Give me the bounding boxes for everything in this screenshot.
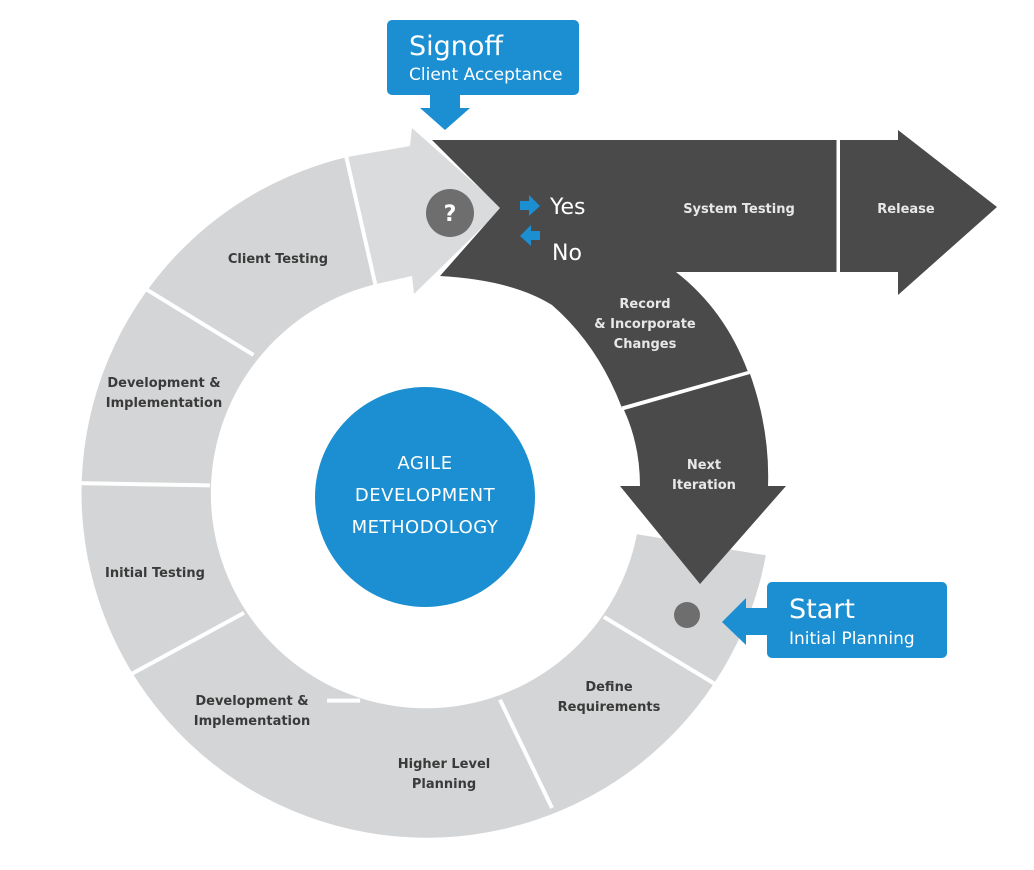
center-line-2: DEVELOPMENT	[355, 485, 496, 506]
yes-label: Yes	[549, 195, 586, 220]
divider-client-dev	[143, 286, 255, 357]
divider-client-top	[343, 154, 378, 285]
start-node	[674, 602, 700, 628]
no-arrow-icon	[520, 225, 540, 246]
question-circle	[426, 189, 474, 237]
next-iteration-label-1: Next	[687, 458, 721, 473]
divider-higher-define	[498, 698, 554, 809]
system-testing-label: System Testing	[683, 202, 795, 217]
divider-initial-dev	[127, 611, 245, 678]
record-label-1: Record	[619, 297, 670, 312]
higher-level-label-1: Higher Level	[398, 757, 491, 772]
start-subtitle: Initial Planning	[789, 629, 915, 649]
signoff-subtitle: Client Acceptance	[409, 65, 563, 85]
ring-band	[81, 157, 766, 838]
release-label: Release	[877, 202, 935, 217]
record-label-3: Changes	[614, 337, 677, 352]
signoff-title: Signoff	[409, 31, 504, 62]
ring-dividers	[78, 154, 717, 809]
next-iteration-arrow	[620, 374, 786, 584]
yes-option: Yes	[520, 195, 586, 220]
define-req-label-1: Define	[585, 680, 632, 695]
dev-impl-lower-label-1: Development &	[195, 694, 308, 709]
start-title: Start	[789, 594, 855, 625]
dev-impl-upper-label-1: Development &	[107, 376, 220, 391]
divider-dev-initial	[78, 481, 211, 488]
start-box	[767, 582, 947, 658]
center-circle: AGILE DEVELOPMENT METHODOLOGY	[315, 387, 535, 607]
system-testing-arrow	[432, 140, 838, 408]
start-arrow-icon	[722, 598, 767, 645]
divider-define-start	[602, 615, 717, 686]
start-callout: Start Initial Planning	[722, 582, 947, 658]
release-arrow	[840, 130, 997, 295]
signoff-callout: Signoff Client Acceptance	[387, 20, 579, 130]
signoff-box	[387, 20, 579, 95]
yes-arrow-icon	[520, 195, 540, 216]
center-disc	[315, 387, 535, 607]
define-req-label-2: Requirements	[558, 700, 661, 715]
signoff-arrow-icon	[420, 95, 470, 130]
higher-level-label-2: Planning	[412, 777, 476, 792]
ring-arrow-head	[345, 128, 502, 294]
no-option: No	[520, 225, 582, 266]
dev-impl-lower-label-2: Implementation	[194, 714, 310, 729]
cycle-ring	[78, 128, 766, 838]
client-testing-label: Client Testing	[228, 252, 328, 267]
center-line-3: METHODOLOGY	[352, 517, 499, 538]
decision-node: ?	[426, 189, 474, 237]
dev-impl-upper-label-2: Implementation	[106, 396, 222, 411]
center-line-1: AGILE	[397, 453, 452, 474]
next-iteration-label-2: Iteration	[672, 478, 736, 493]
initial-testing-label: Initial Testing	[105, 566, 205, 581]
record-label-2: & Incorporate	[594, 317, 696, 332]
question-mark: ?	[444, 202, 457, 227]
no-label: No	[552, 241, 582, 266]
divider-record-next	[621, 370, 751, 410]
